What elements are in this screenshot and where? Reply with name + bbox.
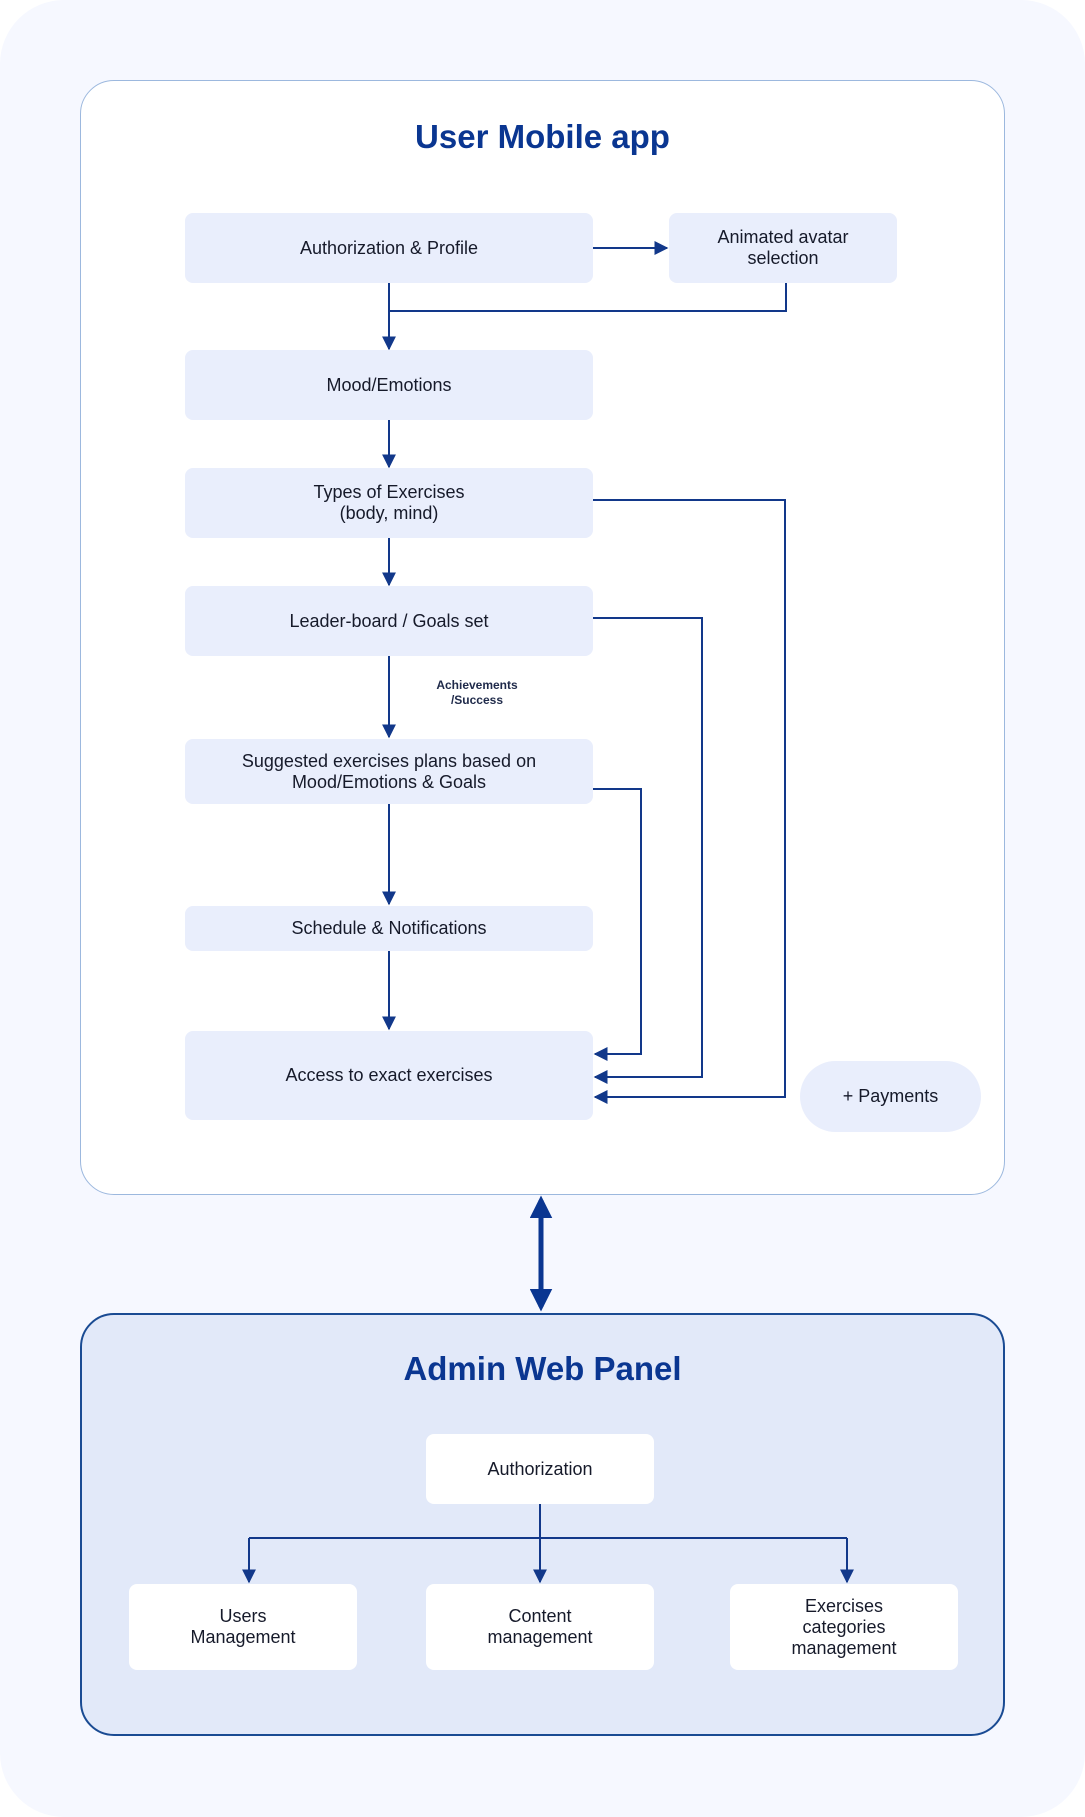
node-mood-emotions: Mood/Emotions xyxy=(185,350,593,420)
node-leaderboard-goals: Leader-board / Goals set xyxy=(185,586,593,656)
node-schedule-notifications: Schedule & Notifications xyxy=(185,906,593,951)
node-suggested-exercise-plans: Suggested exercises plans based on Mood/… xyxy=(185,739,593,804)
mobile-app-title: User Mobile app xyxy=(415,118,670,155)
edge-label-achievements-success: Achievements /Success xyxy=(436,678,518,707)
node-types-of-exercises: Types of Exercises (body, mind) xyxy=(185,468,593,538)
node-authorization-profile: Authorization & Profile xyxy=(185,213,593,283)
node-exercises-categories-management: Exercises categories management xyxy=(730,1584,958,1670)
node-access-to-exact-exercises: Access to exact exercises xyxy=(185,1031,593,1120)
node-payments: + Payments xyxy=(800,1061,981,1132)
node-animated-avatar-selection: Animated avatar selection xyxy=(669,213,897,283)
node-content-management: Content management xyxy=(426,1584,654,1670)
node-admin-authorization: Authorization xyxy=(426,1434,654,1504)
admin-panel-title: Admin Web Panel xyxy=(403,1350,682,1387)
node-users-management: Users Management xyxy=(129,1584,357,1670)
admin-web-panel: Admin Web Panel xyxy=(80,1313,1005,1736)
